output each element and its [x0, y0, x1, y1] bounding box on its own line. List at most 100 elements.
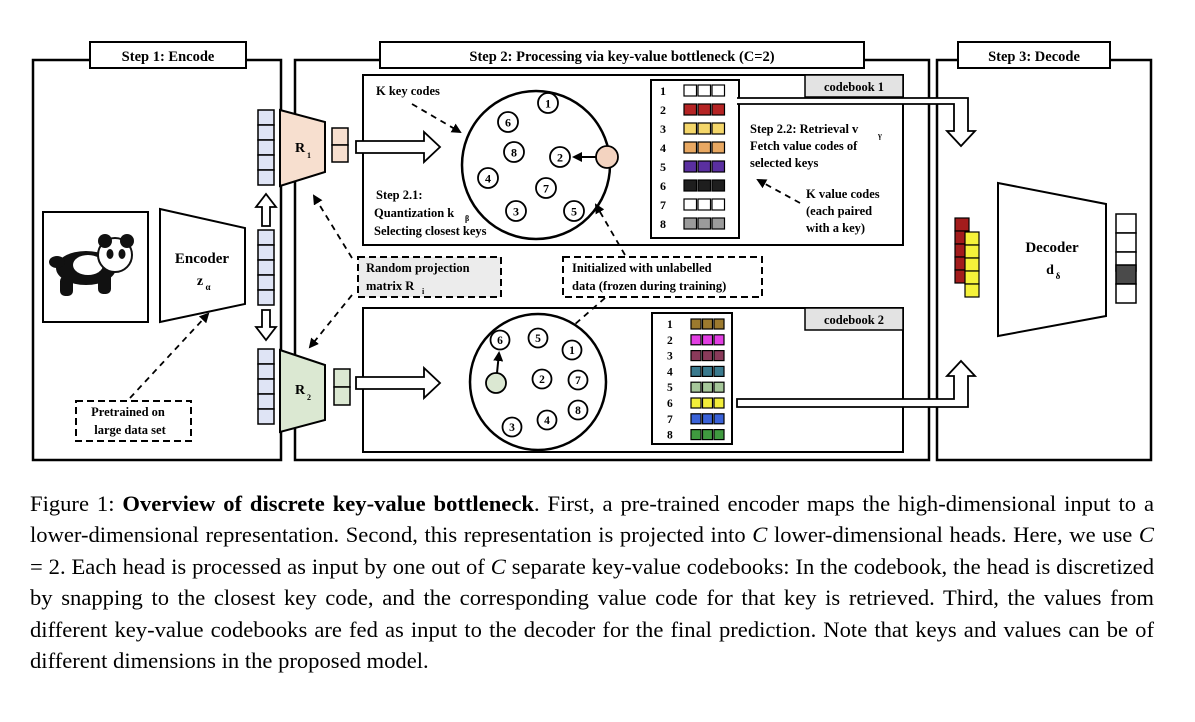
value-code-row: 7: [660, 198, 726, 212]
codebook1-label: codebook 1: [824, 80, 884, 94]
init-line2: data (frozen during training): [572, 279, 726, 293]
key-code: 4: [536, 409, 558, 431]
decoder-subscript: δ: [1056, 271, 1061, 281]
head1-arrow-icon: [355, 129, 442, 165]
svg-text:6: 6: [497, 335, 503, 347]
value-code-row: 4: [667, 365, 725, 378]
step21-line3: Selecting closest keys: [374, 224, 487, 238]
svg-text:7: 7: [667, 414, 673, 426]
svg-text:4: 4: [485, 172, 491, 186]
k-value-line3: with a key): [806, 221, 865, 235]
codebook2-label: codebook 2: [824, 313, 884, 327]
key-code: 5: [527, 327, 549, 349]
value-code-row: 3: [660, 122, 726, 136]
r2-projection: [279, 348, 326, 434]
key-code: 3: [501, 416, 523, 438]
figure-diagram: Step 1: Encode Step 2: Processing via ke…: [31, 41, 1153, 462]
random-projection-1: Random projection: [366, 261, 470, 275]
key-code: 1: [537, 92, 559, 114]
decoder-sub: d: [1046, 263, 1054, 278]
step21-line2: Quantization k: [374, 206, 454, 220]
random-projection-2: matrix R: [366, 279, 415, 293]
svg-text:4: 4: [660, 141, 666, 155]
svg-text:5: 5: [660, 160, 666, 174]
step21-sub: β: [465, 214, 469, 223]
k-value-line2: (each paired: [806, 204, 872, 218]
key-code: 1: [561, 339, 583, 361]
r2-label: R: [295, 383, 306, 398]
svg-text:1: 1: [545, 97, 551, 111]
encoder-label: Encoder: [175, 251, 230, 267]
svg-text:3: 3: [660, 122, 666, 136]
value-code-row: 5: [660, 160, 726, 174]
decoder-block: [997, 181, 1107, 338]
step22-line2: Fetch value codes of: [750, 139, 858, 153]
svg-text:2: 2: [557, 151, 563, 165]
value-code-row: 8: [660, 217, 726, 231]
decoder-input-stack: [954, 217, 980, 298]
query-point-1: [595, 145, 619, 169]
svg-text:6: 6: [667, 398, 673, 410]
encoder-sub: z: [197, 274, 203, 289]
down-arrow-icon: [254, 309, 278, 342]
value-code-row: 6: [660, 179, 726, 193]
value-code-row: 1: [660, 84, 726, 98]
svg-text:8: 8: [667, 430, 673, 442]
feature-vector-bottom: [257, 348, 275, 425]
encoder-subscript: α: [205, 282, 210, 292]
key-code: 7: [567, 369, 589, 391]
svg-text:8: 8: [511, 146, 517, 160]
k-value-line1: K value codes: [806, 187, 880, 201]
svg-text:5: 5: [667, 382, 673, 394]
svg-text:6: 6: [660, 179, 666, 193]
svg-text:7: 7: [575, 375, 581, 387]
svg-text:1: 1: [660, 84, 666, 98]
svg-text:8: 8: [660, 217, 666, 231]
step22-line3: selected keys: [750, 156, 819, 170]
pretrained-label-2: large data set: [94, 423, 166, 437]
key-code-selected: 6: [489, 329, 511, 351]
svg-text:8: 8: [575, 405, 581, 417]
value-code-row: 1: [667, 318, 725, 331]
step22-line1: Step 2.2: Retrieval v: [750, 122, 859, 136]
key-code: 8: [503, 141, 525, 163]
step2-title: Step 2: Processing via key-value bottlen…: [469, 49, 774, 65]
init-line1: Initialized with unlabelled: [572, 261, 712, 275]
retrieval-arrow-1: [737, 97, 978, 148]
svg-text:7: 7: [543, 182, 549, 196]
retrieval-arrow-2: [736, 359, 978, 408]
k-key-codes: K key codes: [376, 84, 440, 98]
random-projection-sub: i: [422, 287, 425, 296]
r1-label: R: [295, 141, 306, 156]
value-code-row: 3: [667, 350, 725, 363]
value-code-row: 8: [667, 429, 725, 442]
svg-text:6: 6: [505, 116, 511, 130]
svg-text:2: 2: [539, 374, 545, 386]
svg-text:4: 4: [544, 415, 550, 427]
svg-text:3: 3: [667, 351, 673, 363]
svg-text:4: 4: [667, 366, 673, 378]
key-code: 7: [535, 177, 557, 199]
query-point-2: [485, 372, 507, 394]
figure-caption: Figure 1: Overview of discrete key-value…: [30, 491, 1154, 674]
svg-text:3: 3: [509, 422, 515, 434]
decoder-output: [1115, 213, 1137, 304]
key-code-selected: 2: [549, 146, 571, 168]
key-code: 8: [567, 399, 589, 421]
key-space-circle-1: [460, 89, 612, 241]
step21-line1: Step 2.1:: [376, 188, 423, 202]
decoder-label: Decoder: [1025, 240, 1079, 256]
r1-projection: [279, 108, 326, 188]
caption-title: Overview of discrete key-value bottlenec…: [122, 491, 534, 516]
key-code: 5: [563, 200, 585, 222]
up-arrow-icon: [254, 192, 278, 227]
svg-text:1: 1: [569, 345, 575, 357]
svg-text:2: 2: [660, 103, 666, 117]
svg-text:5: 5: [571, 205, 577, 219]
value-code-row: 5: [667, 381, 725, 394]
r2-subscript: 2: [307, 393, 311, 402]
value-code-row: 6: [667, 397, 725, 410]
key-code: 2: [531, 368, 553, 390]
value-code-row: 2: [660, 103, 726, 117]
feature-vector-top: [257, 109, 275, 186]
